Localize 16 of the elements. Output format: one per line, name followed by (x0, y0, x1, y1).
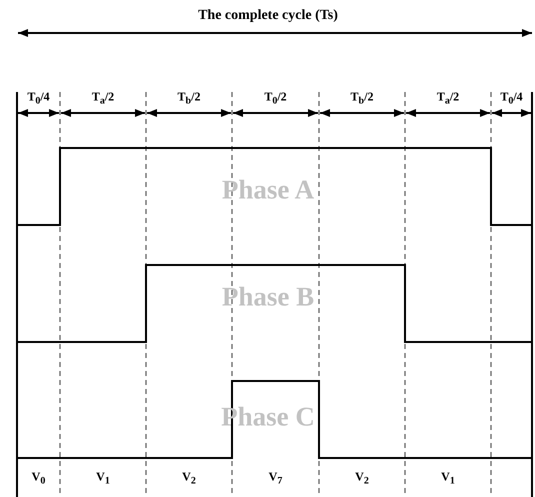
interval-label: T$_{b}$/2 (178, 89, 200, 107)
interval-label: T$_{a}$/2 (436, 89, 460, 107)
vector-label: V$_{2}$ (182, 469, 196, 487)
vector-label: V$_{1}$ (96, 469, 110, 487)
vector-label: V$_{1}$ (441, 469, 455, 487)
interval-label: T$_{a}$/2 (92, 89, 114, 107)
phase-label: Phase B (222, 282, 314, 312)
interval-label: T$_{0}$/2 (264, 89, 287, 107)
phase-label: Phase A (222, 174, 314, 206)
interval-label: T$_{0}$/4 (27, 89, 50, 107)
interval-label: T$_{0}$/4 (500, 89, 523, 107)
vector-label: V$_{0}$ (32, 469, 46, 487)
title: The complete cycle (Ts) (198, 8, 338, 24)
vector-label: V$_{2}$ (355, 469, 369, 487)
interval-label: T$_{b}$/2 (350, 89, 374, 107)
vector-label: V$_{7}$ (268, 469, 282, 487)
